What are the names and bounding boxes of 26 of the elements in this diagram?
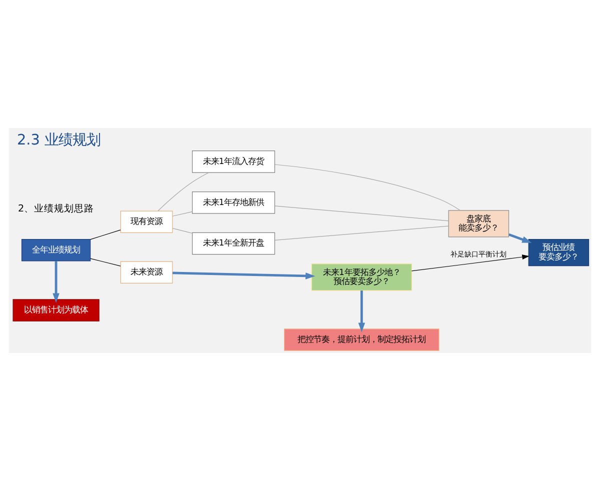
arrow [411, 254, 530, 271]
connector [158, 172, 210, 211]
label: 2、业绩规划思路 [18, 203, 94, 214]
connector [172, 210, 193, 216]
node-box: 未来1年存地新供 [192, 190, 276, 214]
node-box: 未来1年流入存货 [192, 150, 276, 172]
connector [90, 229, 121, 240]
connector [172, 227, 193, 234]
node-box: 全年业绩规划 [21, 238, 91, 261]
node-box: 盘家底 能卖多少？ [448, 210, 510, 237]
arrow [508, 232, 532, 242]
arrow [172, 271, 316, 279]
arrow [358, 290, 366, 332]
connector [274, 225, 449, 240]
node-box: 以销售计划为载体 [12, 298, 100, 321]
node-box: 未来1年全新开盘 [192, 232, 276, 254]
arrow [52, 260, 60, 302]
connector [274, 205, 449, 221]
connector [90, 258, 121, 266]
diagram-title: 2.3 业绩规划 [16, 132, 101, 148]
node-box: 现有资源 [120, 210, 173, 232]
connector [274, 164, 460, 210]
node-box: 未来1年要拓多少地？ 预估要卖多少？ [311, 263, 412, 290]
node-box: 把控节奏，提前计划，制定投拓计划 [284, 328, 440, 350]
node-box: 未来资源 [120, 260, 173, 284]
node-box: 预估业绩 要卖多少？ [528, 238, 590, 266]
